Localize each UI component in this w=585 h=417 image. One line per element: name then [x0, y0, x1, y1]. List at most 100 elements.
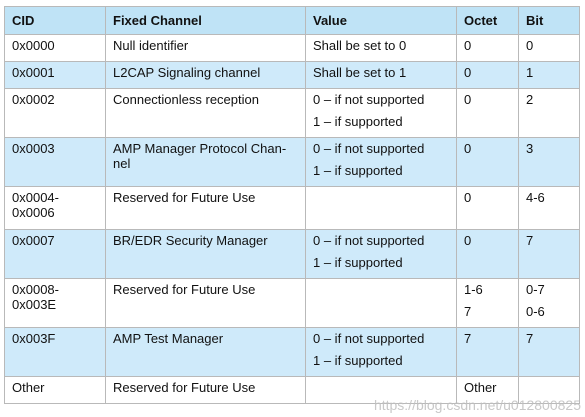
cell-cid: 0x0004-0x0006	[4, 186, 106, 230]
table-row: 0x0001 L2CAP Signaling channel Shall be se…	[4, 61, 580, 89]
cell-bit-line: 0-6	[526, 304, 545, 319]
cell-cid-line: 0x0001	[12, 65, 55, 80]
cell-value	[305, 186, 457, 230]
cell-bit: 7	[518, 327, 580, 377]
cell-fixed-channel-line: Reserved for Future Use	[113, 380, 256, 395]
cell-bit-line: 4-6	[526, 190, 545, 205]
cell-octet-line: 7	[464, 304, 472, 319]
cell-bit: 7	[518, 229, 580, 279]
cell-cid: 0x0001	[4, 61, 106, 89]
table-row: 0x003F AMP Test Manager 0 – if not support…	[4, 327, 580, 377]
cell-octet: 7	[456, 327, 519, 377]
cell-octet-line: 0	[464, 92, 472, 107]
cell-cid-line: 0x003E	[12, 297, 57, 312]
cell-octet-line: Other	[464, 380, 497, 395]
cell-octet-line: 0	[464, 190, 472, 205]
cell-bit: 2	[518, 88, 580, 138]
cell-bit-line: 3	[526, 141, 534, 156]
cell-octet-line: 0	[464, 65, 472, 80]
cell-bit: 3	[518, 137, 580, 187]
cell-fixed-channel: L2CAP Signaling channel	[105, 61, 306, 89]
cell-bit	[518, 376, 580, 404]
cell-fixed-channel-line: L2CAP Signaling channel	[113, 65, 261, 80]
cell-fixed-channel-line: Null identifier	[113, 38, 189, 53]
cell-fixed-channel: Reserved for Future Use	[105, 376, 306, 404]
cell-fixed-channel-line: Reserved for Future Use	[113, 190, 256, 205]
header-cid: CID	[4, 6, 106, 35]
cell-fixed-channel-line: BR/EDR Security Manager	[113, 233, 268, 248]
cell-fixed-channel: Null identifier	[105, 34, 306, 62]
cell-bit-line: 2	[526, 92, 534, 107]
cell-octet: 0	[456, 186, 519, 230]
table-row: 0x0003 AMP Manager Protocol Chan-nel 0 – i…	[4, 137, 580, 187]
cell-octet-line: 0	[464, 141, 472, 156]
table-row: Other Reserved for Future Use Other	[4, 376, 580, 404]
cell-cid: 0x0007	[4, 229, 106, 279]
cell-cid-line: 0x003F	[12, 331, 56, 346]
fixed-channels-table: CID Fixed Channel Value Octet Bit 0x0000…	[4, 6, 580, 404]
header-value: Value	[305, 6, 457, 35]
cell-value	[305, 376, 457, 404]
cell-value-line: 0 – if not supported	[313, 92, 425, 107]
cell-cid-line: 0x0003	[12, 141, 55, 156]
cell-octet-line: 1-6	[464, 282, 483, 297]
cell-octet: Other	[456, 376, 519, 404]
cell-fixed-channel: BR/EDR Security Manager	[105, 229, 306, 279]
cell-cid: 0x0008-0x003E	[4, 278, 106, 328]
cell-value: Shall be set to 1	[305, 61, 457, 89]
cell-bit-line: 0-7	[526, 282, 545, 297]
cell-cid: 0x003F	[4, 327, 106, 377]
cell-fixed-channel: Connectionless reception	[105, 88, 306, 138]
cell-bit-line: 0	[526, 38, 534, 53]
cell-octet: 0	[456, 229, 519, 279]
cell-fixed-channel-line: AMP Manager Protocol Chan-	[113, 141, 287, 156]
cell-bit: 1	[518, 61, 580, 89]
cell-octet-line: 0	[464, 38, 472, 53]
cell-cid-line: Other	[12, 380, 45, 395]
cell-octet: 0	[456, 88, 519, 138]
cell-cid: 0x0002	[4, 88, 106, 138]
cell-value	[305, 278, 457, 328]
cell-fixed-channel-line: Connectionless reception	[113, 92, 259, 107]
cell-bit: 4-6	[518, 186, 580, 230]
cell-octet: 0	[456, 34, 519, 62]
cell-value-line: 0 – if not supported	[313, 331, 425, 346]
cell-value: 0 – if not supported 1 – if supported	[305, 88, 457, 138]
cell-fixed-channel: Reserved for Future Use	[105, 278, 306, 328]
cell-cid-line: 0x0006	[12, 205, 55, 220]
cell-fixed-channel-line: AMP Test Manager	[113, 331, 224, 346]
cell-cid: Other	[4, 376, 106, 404]
header-bit: Bit	[518, 6, 580, 35]
cell-cid-line: 0x0008-	[12, 282, 59, 297]
cell-octet: 0	[456, 61, 519, 89]
cell-value-line: Shall be set to 0	[313, 38, 407, 53]
cell-cid: 0x0000	[4, 34, 106, 62]
cell-octet-line: 0	[464, 233, 472, 248]
cell-value-line: 0 – if not supported	[313, 233, 425, 248]
cell-value: Shall be set to 0	[305, 34, 457, 62]
header-octet: Octet	[456, 6, 519, 35]
cell-fixed-channel-line: nel	[113, 156, 131, 171]
table-row: 0x0004-0x0006 Reserved for Future Use 0 4-6	[4, 186, 580, 230]
table-header-row: CID Fixed Channel Value Octet Bit	[4, 6, 580, 35]
cell-bit: 0	[518, 34, 580, 62]
cell-octet: 0	[456, 137, 519, 187]
cell-value-line: Shall be set to 1	[313, 65, 407, 80]
cell-value: 0 – if not supported 1 – if supported	[305, 137, 457, 187]
table-row: 0x0002 Connectionless reception 0 – if not…	[4, 88, 580, 138]
cell-bit-line: 7	[526, 331, 534, 346]
header-fixed-channel: Fixed Channel	[105, 6, 306, 35]
cell-cid-line: 0x0002	[12, 92, 55, 107]
cell-octet-line: 7	[464, 331, 472, 346]
cell-bit-line: 7	[526, 233, 534, 248]
cell-value-line: 0 – if not supported	[313, 141, 425, 156]
cell-value-line: 1 – if supported	[313, 114, 403, 129]
table-row: 0x0007 BR/EDR Security Manager 0 – if not …	[4, 229, 580, 279]
cell-fixed-channel: AMP Test Manager	[105, 327, 306, 377]
cell-value-line: 1 – if supported	[313, 163, 403, 178]
